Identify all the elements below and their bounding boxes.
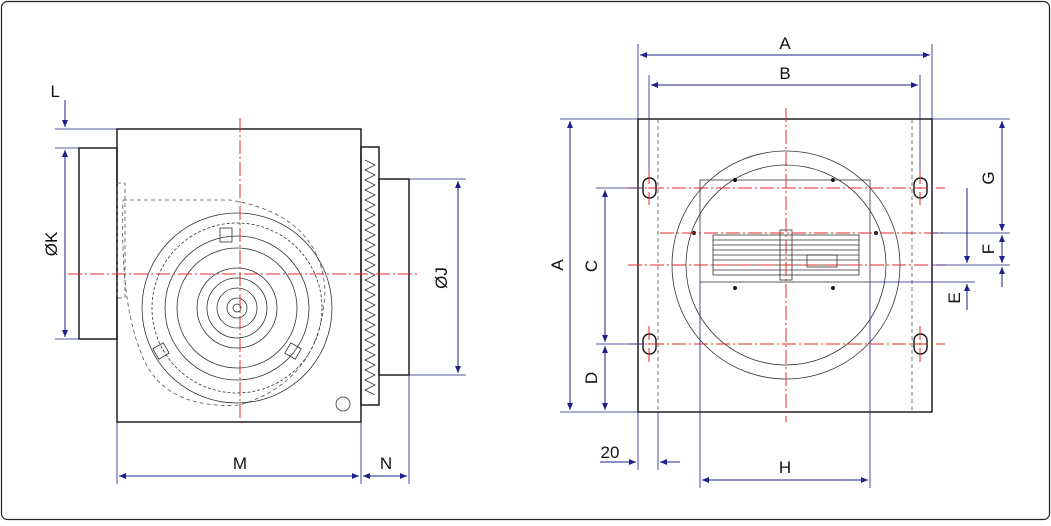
impeller-outer bbox=[141, 212, 333, 404]
bracket-tab bbox=[152, 342, 170, 360]
scroll-housing bbox=[122, 199, 326, 406]
label-H: H bbox=[779, 458, 791, 477]
label-F: F bbox=[979, 244, 998, 254]
scroll-tab bbox=[116, 182, 126, 299]
label-G: G bbox=[979, 171, 998, 184]
motor-bracket bbox=[176, 247, 298, 369]
label-M: M bbox=[233, 454, 247, 473]
flex-connector bbox=[364, 159, 376, 396]
label-K: ØK bbox=[42, 231, 61, 256]
label-20: 20 bbox=[601, 443, 620, 462]
impeller-blade-ring bbox=[151, 222, 323, 394]
label-C: C bbox=[582, 260, 601, 272]
label-B: B bbox=[779, 64, 790, 83]
label-E: E bbox=[945, 292, 964, 303]
screw bbox=[831, 286, 835, 290]
label-L: L bbox=[51, 82, 60, 101]
impeller-inner bbox=[164, 235, 310, 381]
outlet-opening bbox=[699, 179, 871, 283]
label-J: ØJ bbox=[432, 267, 451, 289]
motor-ring bbox=[206, 277, 268, 339]
bracket-tab bbox=[284, 342, 302, 360]
side-flange bbox=[360, 146, 380, 406]
label-D: D bbox=[582, 372, 601, 384]
label-A-top: A bbox=[779, 34, 791, 53]
motor-outer bbox=[196, 267, 278, 349]
shaft bbox=[232, 303, 242, 313]
side-view: L ØK ØJ M N bbox=[42, 82, 466, 484]
motor-ring-2 bbox=[216, 287, 258, 329]
bracket-tab bbox=[219, 227, 233, 243]
outlet-duct bbox=[378, 178, 410, 376]
screw bbox=[733, 178, 737, 182]
screw bbox=[733, 286, 737, 290]
housing-outline bbox=[116, 128, 362, 423]
label-N: N bbox=[380, 454, 392, 473]
shaft-hub bbox=[226, 297, 248, 319]
screw bbox=[831, 178, 835, 182]
inlet-collar bbox=[78, 147, 118, 340]
label-A-left: A bbox=[548, 259, 567, 271]
front-view: A B A C D G F E bbox=[548, 34, 1010, 488]
mounting-hole bbox=[335, 396, 351, 412]
